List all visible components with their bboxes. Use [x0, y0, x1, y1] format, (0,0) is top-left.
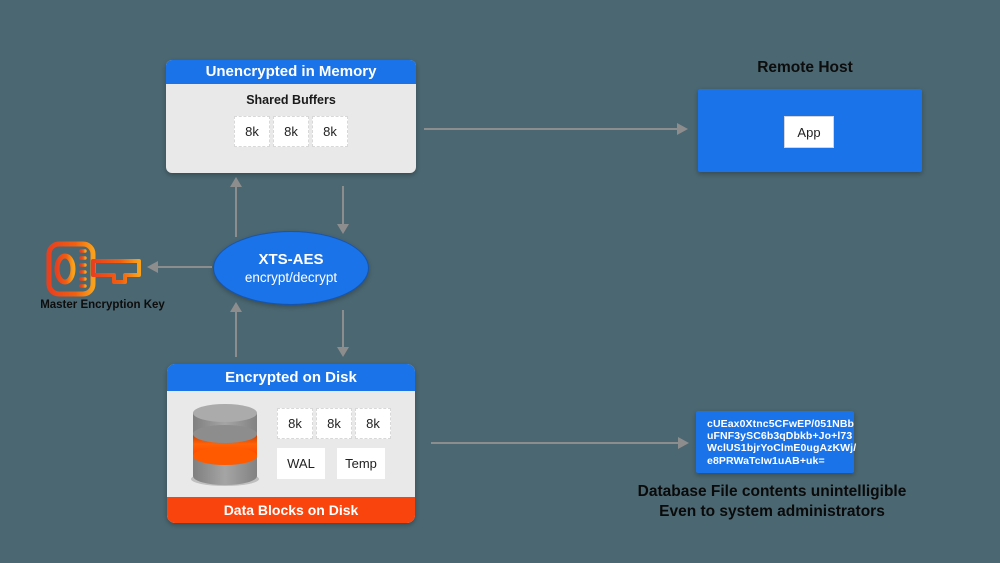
arrow-ellipse-to-key	[147, 261, 212, 273]
cipher-line: e8PRWaTcIw1uAB+uk=	[707, 454, 825, 467]
xts-aes-label: XTS-AES	[258, 251, 324, 268]
memory-blocks-row: 8k 8k 8k	[166, 116, 416, 147]
xts-aes-ellipse: XTS-AES encrypt/decrypt	[213, 231, 369, 305]
shared-buffers-label: Shared Buffers	[246, 93, 336, 107]
arrow-memory-to-remote	[424, 123, 688, 135]
cipher-line: WclUS1bjrYoClmE0ugAzKWj/	[707, 442, 857, 455]
arrow-memory-to-ellipse	[337, 186, 349, 234]
disk-panel-title: Encrypted on Disk	[167, 364, 415, 391]
disk-block-wal: WAL	[277, 448, 325, 479]
encrypt-decrypt-label: encrypt/decrypt	[244, 270, 338, 285]
arrow-disk-to-ellipse	[230, 302, 242, 357]
cipher-line: cUEax0Xtnc5CFwEP/051NBb	[707, 418, 855, 430]
memory-panel: Unencrypted in Memory Shared Buffers 8k …	[166, 60, 416, 173]
disk-blocks-row2: WAL Temp	[277, 448, 385, 479]
memory-panel-title: Unencrypted in Memory	[166, 60, 416, 84]
disk-block-8k: 8k	[316, 408, 352, 439]
remote-host-title: Remote Host	[757, 59, 853, 76]
master-encryption-key-label: Master Encryption Key	[40, 299, 165, 311]
disk-block-8k: 8k	[277, 408, 313, 439]
arrow-ellipse-to-memory	[230, 177, 242, 237]
disk-panel: Encrypted on Disk	[167, 364, 415, 523]
memory-block-8k: 8k	[234, 116, 270, 147]
disk-block-temp: Temp	[337, 448, 385, 479]
app-box: App	[784, 116, 834, 148]
arrow-ellipse-to-disk	[337, 310, 349, 357]
memory-block-8k: 8k	[312, 116, 348, 147]
data-blocks-footer: Data Blocks on Disk	[167, 497, 415, 523]
cipher-line: uFNF3ySC6b3qDbkb+Jo+l73	[707, 430, 853, 443]
arrow-disk-to-cipher	[431, 437, 689, 449]
disk-block-8k: 8k	[355, 408, 391, 439]
key-icon	[44, 239, 144, 304]
database-icon	[185, 401, 265, 496]
caption: Database File contents unintelligible Ev…	[612, 482, 932, 522]
disk-blocks-row1: 8k 8k 8k	[277, 408, 391, 439]
remote-host-box: App	[698, 89, 922, 172]
caption-line2: Even to system administrators	[659, 503, 885, 520]
cipher-text-box: cUEax0Xtnc5CFwEP/051NBb uFNF3ySC6b3qDbkb…	[696, 411, 857, 473]
memory-block-8k: 8k	[273, 116, 309, 147]
caption-line1: Database File contents unintelligible	[637, 483, 907, 500]
